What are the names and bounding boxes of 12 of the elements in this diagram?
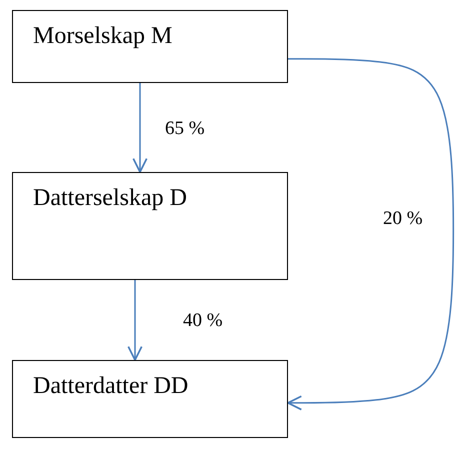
arrow [287, 58, 454, 410]
company-box [12, 360, 288, 438]
company-box [12, 10, 288, 83]
company-name: Datterdatter DD [33, 373, 188, 399]
edge-label: 40 % [183, 310, 223, 332]
arrow [127, 280, 143, 361]
company-name: Datterselskap D [33, 185, 187, 211]
company-name: Morselskap M [33, 23, 172, 49]
arrow [132, 83, 148, 173]
edge-label: 20 % [383, 208, 423, 230]
company-box [12, 172, 288, 280]
edge-label: 65 % [165, 118, 205, 140]
